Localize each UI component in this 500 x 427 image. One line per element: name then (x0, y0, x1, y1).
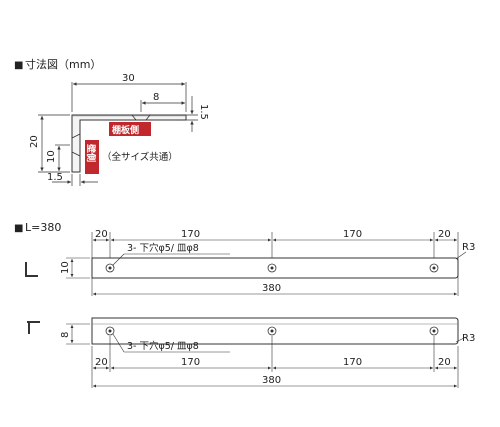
section-marker-icon: ■ (14, 223, 23, 234)
hole (105, 263, 115, 273)
top-dim-span1: 170 (181, 229, 200, 240)
hole (429, 326, 439, 336)
bottom-dim-span2: 170 (343, 357, 362, 368)
countersink-mark (71, 151, 81, 157)
wall-side-tag (85, 140, 99, 174)
dim-label-1-5-top: 1.5 (198, 104, 209, 120)
dim-label-8: 8 (153, 92, 159, 103)
section-marker-icon: ■ (14, 60, 23, 71)
bottom-radius: R3 (462, 333, 475, 344)
countersink-mark (145, 114, 151, 121)
dim-label-30: 30 (122, 73, 135, 84)
countersink-mark (131, 114, 137, 121)
countersink-mark (71, 133, 81, 139)
bottom-dim-left: 20 (95, 357, 108, 368)
top-height: 10 (60, 261, 71, 274)
top-dim-span2: 170 (343, 229, 362, 240)
dimension-title: 寸法図（mm） (25, 57, 101, 71)
common-note: （全サイズ共通） (102, 151, 178, 163)
hole (429, 263, 439, 273)
l380-title: L=380 (25, 221, 61, 234)
angle-profile-icon (27, 321, 40, 334)
hole (267, 263, 277, 273)
bottom-height: 8 (60, 332, 71, 338)
wall-side-label: 壁側 (85, 144, 97, 162)
top-hole-note: 3- 下穴φ5/ 皿φ8 (127, 242, 199, 254)
top-dim-left: 20 (95, 229, 108, 240)
bottom-dim-span1: 170 (181, 357, 200, 368)
bracket-plate-top (91, 257, 459, 279)
bottom-dim-right: 20 (438, 357, 451, 368)
top-dim-right: 20 (438, 229, 451, 240)
angle-profile-icon (25, 262, 38, 277)
top-length: 380 (262, 283, 281, 294)
bottom-hole-note: 3- 下穴φ5/ 皿φ8 (127, 340, 199, 352)
shelf-side-tag (109, 122, 151, 136)
dim-label-20: 20 (29, 135, 40, 148)
dim-label-1-5-bottom: 1.5 (47, 172, 63, 183)
dim-label-10: 10 (46, 150, 57, 163)
hole (267, 326, 277, 336)
dimension-diagram: ■ 寸法図（mm） 30 8 1.5 20 10 (14, 57, 209, 186)
bottom-view: 8 R3 3- 下穴φ5/ 皿φ8 20 170 170 20 (27, 317, 475, 388)
top-radius: R3 (462, 242, 475, 253)
bottom-length: 380 (262, 375, 281, 386)
shelf-side-label: 棚板側 (112, 124, 139, 136)
top-view: 20 170 170 20 3- 下穴φ5/ 皿φ8 10 R3 (25, 229, 475, 296)
hole (105, 326, 115, 336)
l380-section: ■ L=380 20 170 170 20 (14, 221, 475, 388)
